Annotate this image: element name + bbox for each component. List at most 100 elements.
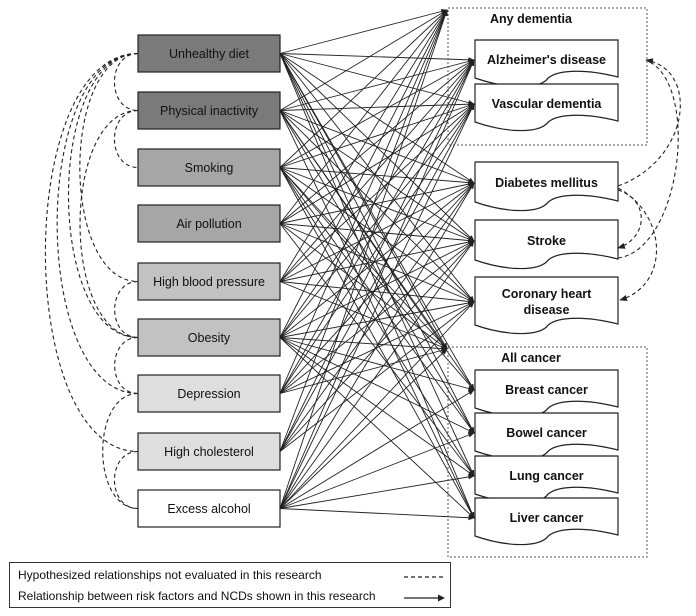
dash-link-diabetes-stroke [617,189,642,249]
arrow-air-chd [279,223,475,303]
arrow-diet-vasc [279,53,475,106]
risk-factor-smoking: Smoking [137,148,281,187]
ncd-alz: Alzheimer's disease [474,39,619,88]
arrow-depression-diabetes [279,182,475,394]
risk-factor-label: Physical inactivity [160,104,259,118]
risk-factor-box [137,432,281,471]
arrow-alcohol-alz [279,59,475,509]
dash-link-depression-alcohol [102,392,139,510]
dash-link-diet-depression [56,52,139,395]
risk-factor-label: Air pollution [176,217,241,231]
ncd-shape [474,497,619,546]
arrow-smoking-liver [279,167,475,519]
arrow-obesity-chd [279,300,475,338]
arrow-diet-chd [279,53,475,303]
arrow-inactivity-stroke [279,110,475,242]
ncd-label: Alzheimer's disease [487,53,606,67]
ncd-bowel: Bowel cancer [474,412,619,461]
arrow-smoking-bowel [279,167,475,434]
arrow-alcohol-cancer_any [279,348,448,509]
legend-hypothesized-label: Hypothesized relationships not evaluated… [18,568,322,582]
hypothesized-relationship-lines [44,52,139,510]
dash-link-cholesterol-alcohol [114,450,139,510]
risk-factor-box [137,489,281,528]
arrow-alcohol-lung [279,474,475,509]
risk-factor-box [137,318,281,357]
ncd-breast: Breast cancer [474,369,619,418]
dash-link-obesity-depression [114,336,139,395]
risk-factor-box [137,262,281,301]
arrow-air-diabetes [279,181,475,224]
dash-link-stroke-dementia [617,61,679,259]
arrow-depression-dementia_any [279,9,448,394]
ncd-liver: Liver cancer [474,497,619,546]
arrow-obesity-lung [279,337,475,477]
ncd-shape [474,83,619,132]
risk-factor-box [137,34,281,73]
risk-factor-label: Unhealthy diet [169,47,249,61]
arrow-bp-diabetes [279,182,475,282]
arrow-obesity-bowel [279,337,475,434]
risk-factor-box [137,148,281,187]
arrow-smoking-alz [279,59,475,168]
ncd-stroke: Stroke [474,219,619,270]
arrow-obesity-cancer_any [279,337,448,352]
ncd-diabetes: Diabetes mellitus [474,161,619,212]
arrow-depression-vasc [279,103,475,394]
arrow-cholesterol-dementia_any [279,9,448,452]
arrow-air-cancer_any [279,223,448,350]
risk-factor-air: Air pollution [137,204,281,243]
arrow-inactivity-liver [279,110,475,519]
risk-factor-label: Excess alcohol [167,502,250,516]
arrow-depression-chd [279,301,475,394]
arrow-smoking-breast [279,167,475,391]
arrow-smoking-diabetes [279,167,475,186]
arrow-alcohol-diabetes [279,182,475,509]
arrow-air-alz [279,59,475,224]
arrow-alcohol-bowel [279,432,475,509]
dash-link-diet-bp [79,52,139,283]
ncd-shape [474,161,619,212]
arrow-obesity-breast [279,337,475,391]
arrow-alcohol-dementia_any [279,9,448,509]
ncd-label: Liver cancer [510,511,584,525]
dash-link-diabetes-dementia [617,58,681,187]
ncd-label: disease [524,303,570,317]
ncd-shape [474,219,619,270]
ncd-label: Bowel cancer [506,426,587,440]
dash-link-bp-obesity [114,280,139,339]
dash-link-diet-obesity [67,52,139,339]
risk-factor-cholesterol: High cholesterol [137,432,281,471]
risk-factor-label: Depression [177,387,240,401]
arrow-air-vasc [279,103,475,224]
arrow-cholesterol-diabetes [279,182,475,452]
risk-factor-obesity: Obesity [137,318,281,357]
arrow-inactivity-bowel [279,110,475,434]
arrow-alcohol-chd [279,301,475,509]
dementia-group-title: Any dementia [490,12,573,26]
arrow-bp-dementia_any [279,9,448,282]
arrow-cholesterol-vasc [279,103,475,452]
arrow-alcohol-breast [279,389,475,509]
arrow-air-dementia_any [279,9,448,224]
cancer-group-box [447,346,648,558]
arrow-inactivity-chd [279,110,475,303]
arrow-alcohol-vasc [279,103,475,509]
arrow-smoking-vasc [279,103,475,168]
arrow-obesity-vasc [279,103,475,338]
risk-factor-bp: High blood pressure [137,262,281,301]
arrow-bp-chd [279,281,475,304]
arrow-depression-alz [279,59,475,394]
cardiometabolic-hypothesized-links [617,58,681,301]
arrow-inactivity-dementia_any [279,9,448,111]
risk-factor-depression: Depression [137,374,281,413]
ncd-label: Vascular dementia [492,97,603,111]
ncd-label: Coronary heart [502,287,592,301]
dash-link-inactivity-obesity [79,109,139,339]
legend: Hypothesized relationships not evaluated… [9,562,451,608]
ncd-label: Breast cancer [505,383,588,397]
risk-factor-label: Obesity [188,331,231,345]
